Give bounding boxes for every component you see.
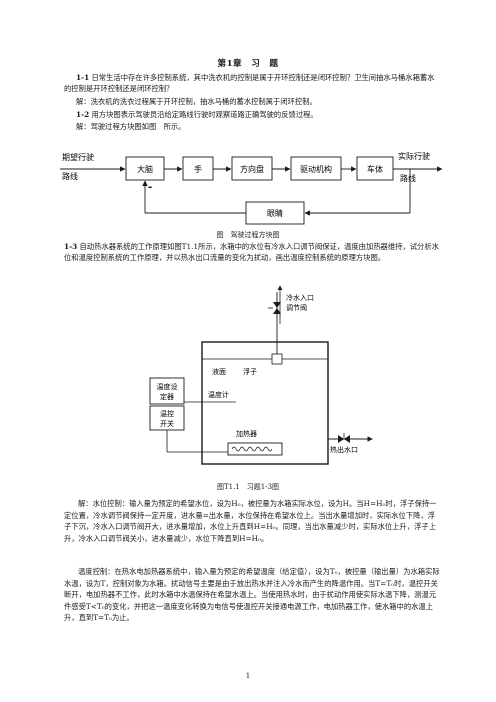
inlet-valve-icon (273, 302, 281, 308)
block-steering-wheel (231, 156, 273, 181)
temp-setter-box (149, 377, 185, 405)
output-label-line2: 路线 (400, 173, 416, 183)
output-label-line1: 实际行驶 (398, 151, 430, 161)
question-number: 1-2 (76, 110, 90, 119)
question-text: 用方块图表示驾驶员沿给定路线行驶时观察道路正确驾驶的反馈过程。 (91, 110, 318, 119)
block-hand-label: 手 (194, 164, 202, 174)
float-body (271, 353, 283, 365)
heater-element (227, 442, 283, 456)
input-label-line2: 路线 (62, 171, 78, 181)
answer-1-2: 解：驾驶过程方块图如图 所示。 (76, 122, 186, 131)
block-drive-mechanism (290, 156, 342, 181)
water-heater-diagram: 液面 浮子 冷水入口 调节阀 温度计 温度设 定器 温控 开关 加热器 (149, 285, 373, 465)
block-eyes-label: 眼睛 (267, 208, 283, 218)
temp-setter-label-line1: 温度设 (157, 382, 178, 391)
temp-switch-label-line2: 开关 (160, 419, 174, 428)
question-1-2: 1-2 用方块图表示驾驶员沿给定路线行驶时观察道路正确驾驶的反馈过程。 (76, 110, 318, 121)
cold-inlet-label-line1: 冷水入口 (286, 293, 314, 302)
water-tank (201, 341, 329, 465)
driving-block-diagram: 期望行驶 路线 大脑 手 方向盘 驱动机构 车体 实际行驶 路线 眼睛 - (60, 151, 443, 225)
block-brain (125, 156, 165, 181)
block-brain-label: 大脑 (137, 164, 153, 174)
block-hand (182, 156, 214, 181)
block-vehicle-body (356, 156, 394, 181)
temp-setter-label-line2: 定器 (160, 392, 174, 401)
question-1-3: 1-3 自动热水器系统的工作原理如图T1.1所示，水箱中的水位有冷水入口调节阀保… (64, 242, 440, 263)
cold-inlet-label-line2: 调节阀 (286, 303, 307, 312)
question-number: 1-3 (64, 242, 78, 251)
answer-temperature-control: 温度控制：在热水电加热器系统中，输入量为预定的希望温度（给定值），设为T₀，被控… (64, 567, 440, 622)
outlet-valve-icon (338, 435, 344, 443)
question-text: 日常生活中存在许多控制系统，其中洗衣机的控制是属于开环控制还是闭环控制？卫生间抽… (64, 73, 435, 93)
minus-sign: - (148, 182, 152, 193)
page-number: 1 (245, 672, 251, 680)
water-surface-label: 液面 (212, 367, 226, 376)
answer-level-control: 解：水位控制：输入量为预定的希望水位，设为H₀，被控量为水箱实际水位，设为H。当… (64, 499, 437, 543)
heater-coil (231, 446, 273, 452)
block-steering-wheel-label: 方向盘 (240, 164, 264, 174)
figure-caption-driving: 图 驾驶过程方块图 (216, 231, 280, 239)
block-vehicle-body-label: 车体 (367, 164, 383, 174)
heater-label: 加热器 (236, 429, 257, 438)
block-drive-mechanism-label: 驱动机构 (300, 164, 332, 174)
question-text: 自动热水器系统的工作原理如图T1.1所示，水箱中的水位有冷水入口调节阀保证，温度… (64, 242, 439, 262)
answer-1-1: 解：洗衣机的洗衣过程属于开环控制，抽水马桶的蓄水控制属于闭环控制。 (76, 97, 317, 106)
question-number: 1-1 (76, 73, 90, 82)
hot-outlet-label: 热出水口 (330, 445, 358, 454)
figure-caption-heater: 图T1.1 习题1-3图 (216, 483, 280, 491)
float-label: 浮子 (243, 367, 257, 376)
chapter-title: 第1章 习 题 (217, 59, 279, 69)
temp-switch-label-line1: 温控 (160, 409, 174, 418)
thermometer-label: 温度计 (208, 390, 229, 399)
question-1-1: 1-1 日常生活中存在许多控制系统，其中洗衣机的控制是属于开环控制还是闭环控制？… (64, 73, 440, 94)
input-label-line1: 期望行驶 (62, 152, 94, 162)
